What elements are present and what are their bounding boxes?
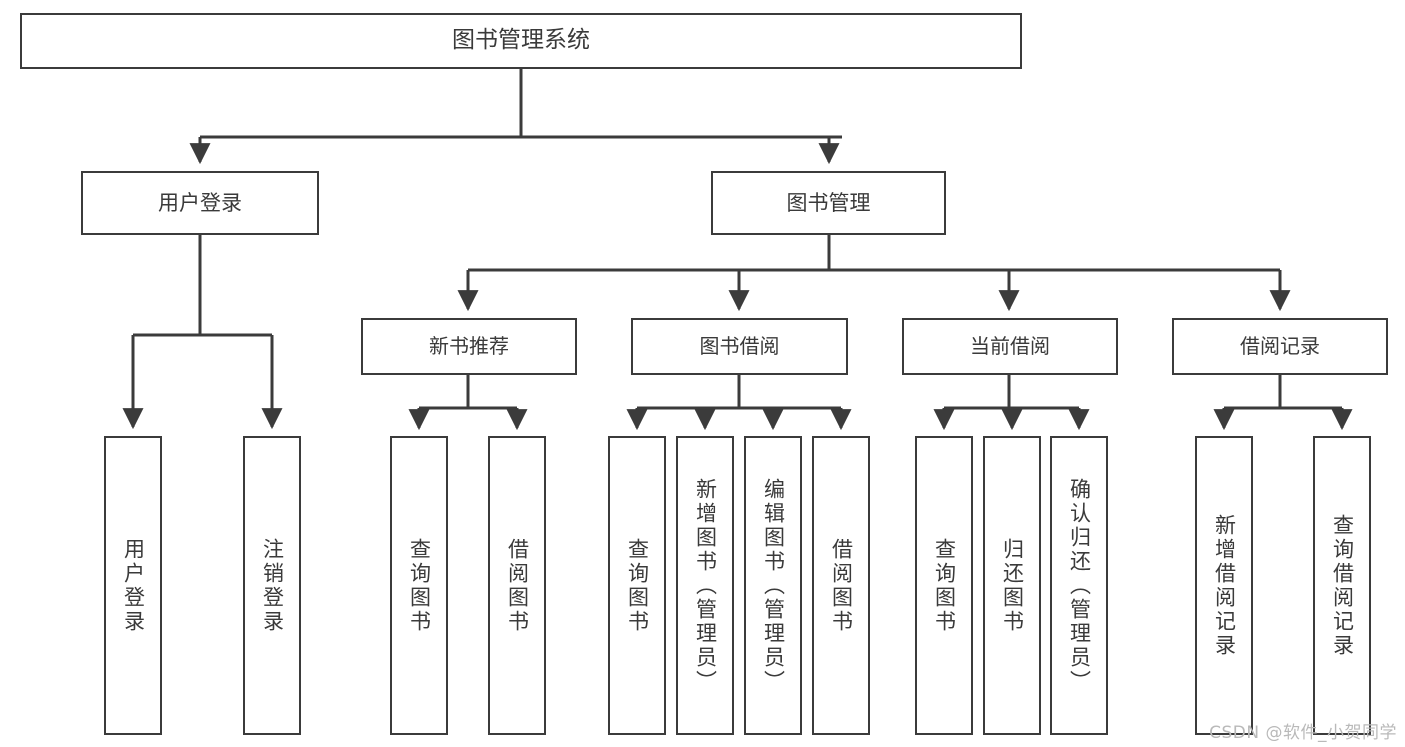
node-level2-0[interactable]: 用户登录 [81, 171, 319, 235]
node-leaf-label: 查询图书 [625, 537, 650, 634]
node-leaf-7[interactable]: 借阅图书 [812, 436, 870, 735]
node-leaf-label: 确认归还（管理员） [1067, 477, 1092, 694]
node-leaf-9[interactable]: 归还图书 [983, 436, 1041, 735]
node-leaf-11[interactable]: 新增借阅记录 [1195, 436, 1253, 735]
node-leaf-label: 查询图书 [407, 537, 432, 634]
node-level3-3[interactable]: 借阅记录 [1172, 318, 1388, 375]
node-leaf-8[interactable]: 查询图书 [915, 436, 973, 735]
node-leaf-1[interactable]: 注销登录 [243, 436, 301, 735]
node-leaf-label: 新增图书（管理员） [693, 477, 718, 694]
node-level3-2[interactable]: 当前借阅 [902, 318, 1118, 375]
node-leaf-12[interactable]: 查询借阅记录 [1313, 436, 1371, 735]
node-level2-label: 用户登录 [158, 190, 242, 215]
node-leaf-4[interactable]: 查询图书 [608, 436, 666, 735]
node-leaf-label: 新增借阅记录 [1212, 513, 1237, 658]
node-level2-label: 图书管理 [786, 190, 871, 215]
node-level3-1[interactable]: 图书借阅 [631, 318, 848, 375]
node-leaf-label: 借阅图书 [829, 537, 854, 634]
watermark: CSDN @软件_小贺同学 [1209, 723, 1397, 743]
node-leaf-10[interactable]: 确认归还（管理员） [1050, 436, 1108, 735]
node-level3-0[interactable]: 新书推荐 [361, 318, 577, 375]
node-leaf-label: 归还图书 [1000, 537, 1025, 634]
node-leaf-0[interactable]: 用户登录 [104, 436, 162, 735]
node-leaf-label: 注销登录 [260, 537, 285, 634]
node-root-label: 图书管理系统 [452, 27, 590, 54]
node-leaf-5[interactable]: 新增图书（管理员） [676, 436, 734, 735]
node-leaf-label: 借阅图书 [505, 537, 530, 634]
node-level3-label: 图书借阅 [699, 333, 780, 358]
node-leaf-3[interactable]: 借阅图书 [488, 436, 546, 735]
node-leaf-label: 查询图书 [932, 537, 957, 634]
node-level3-label: 当前借阅 [970, 333, 1050, 358]
node-level3-label: 新书推荐 [429, 333, 509, 358]
node-leaf-label: 用户登录 [121, 537, 146, 634]
node-leaf-6[interactable]: 编辑图书（管理员） [744, 436, 802, 735]
node-root[interactable]: 图书管理系统 [20, 13, 1022, 69]
node-level3-label: 借阅记录 [1240, 333, 1320, 358]
node-leaf-2[interactable]: 查询图书 [390, 436, 448, 735]
node-leaf-label: 编辑图书（管理员） [761, 477, 786, 694]
node-leaf-label: 查询借阅记录 [1330, 513, 1355, 658]
node-level2-1[interactable]: 图书管理 [711, 171, 946, 235]
